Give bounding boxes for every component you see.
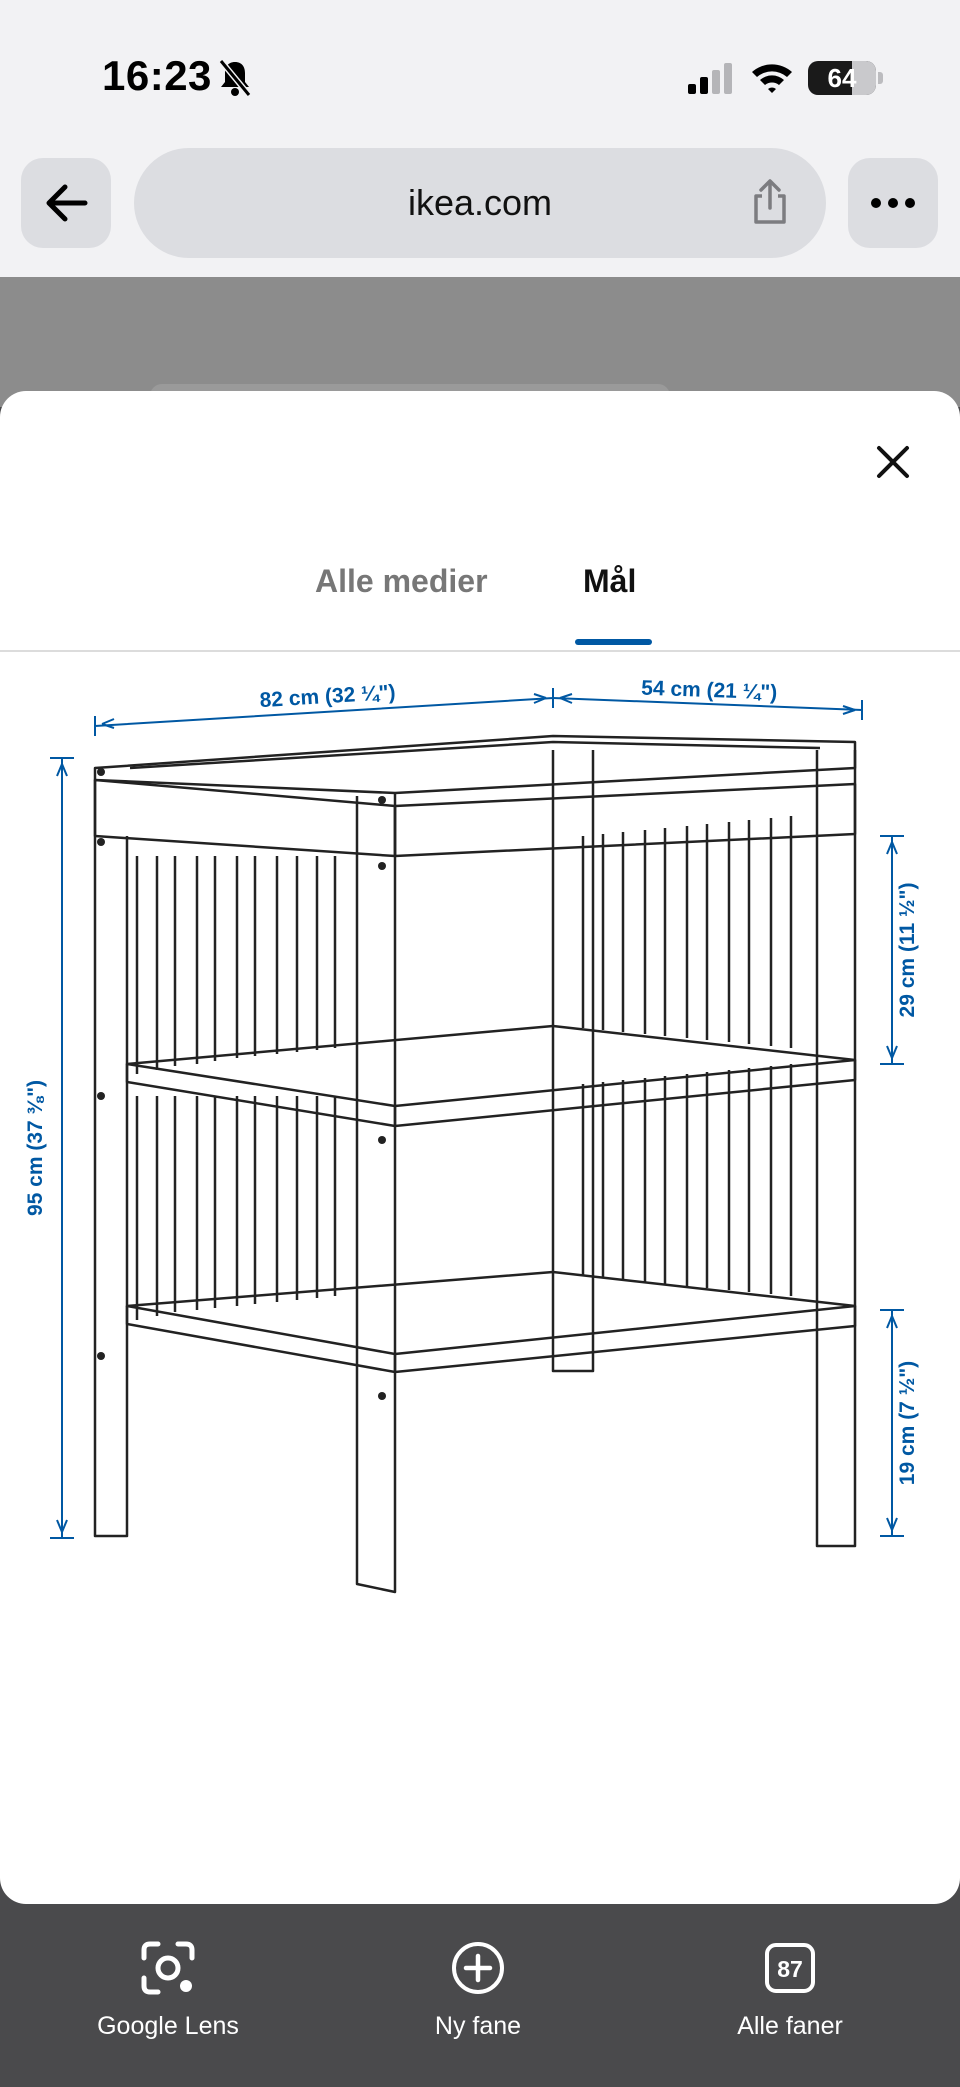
tab-divider — [0, 650, 960, 652]
plus-circle-icon — [452, 1942, 504, 1994]
height-label: 95 cm (37 ⅜") — [24, 1080, 47, 1216]
media-modal: Alle medier Mål — [0, 391, 960, 1904]
floor-clearance-label: 19 cm (7 ½") — [896, 1361, 919, 1485]
url-text: ikea.com — [407, 182, 553, 223]
depth-label: 54 cm (21 ¼") — [641, 677, 778, 705]
width-label: 82 cm (32 ¼") — [259, 681, 396, 712]
more-button[interactable] — [848, 158, 938, 248]
shelf-spacing-label: 29 cm (11 ½") — [896, 883, 919, 1018]
close-icon — [877, 446, 909, 478]
back-arrow-icon — [46, 184, 88, 222]
tab-count: 87 — [777, 1956, 803, 1982]
more-icon — [871, 198, 915, 208]
dimension-diagram: 82 cm (32 ¼") 54 cm (21 ¼") 95 cm (37 ⅜"… — [24, 677, 919, 1594]
battery-level: 64 — [827, 63, 857, 93]
battery-icon: 64 — [808, 61, 876, 95]
all-tabs-label: Alle faner — [737, 2012, 843, 2040]
back-button[interactable] — [21, 158, 111, 248]
tabs-icon: 87 — [765, 1943, 815, 1993]
close-button[interactable] — [868, 437, 918, 487]
new-tab-label: Ny fane — [434, 2012, 522, 2040]
status-time: 16:23 — [102, 52, 212, 99]
tab-dimensions[interactable]: Mål — [583, 563, 637, 599]
all-tabs-button[interactable]: 87 Alle faner — [670, 1940, 910, 2041]
new-tab-button[interactable]: Ny fane — [358, 1940, 598, 2041]
google-lens-label: Google Lens — [97, 2012, 239, 2040]
tab-all-media[interactable]: Alle medier — [315, 563, 488, 599]
browser-chrome: 16:23 64 ikea.com — [0, 0, 960, 277]
changing-table-drawing — [93, 734, 857, 1594]
wifi-icon — [752, 64, 792, 93]
active-tab-indicator — [575, 639, 652, 645]
bottom-toolbar: Google Lens Ny fane 87 Alle faner — [0, 1904, 960, 2087]
share-icon[interactable] — [746, 178, 794, 226]
google-lens-icon — [141, 1941, 195, 1995]
google-lens-button[interactable]: Google Lens — [48, 1940, 288, 2041]
battery-nub — [878, 72, 883, 84]
screw-dots — [97, 768, 386, 1400]
dimension-lines — [50, 688, 904, 1539]
address-bar[interactable]: ikea.com — [134, 148, 826, 258]
bell-slash-icon — [218, 59, 252, 97]
cellular-signal-icon — [688, 63, 732, 94]
